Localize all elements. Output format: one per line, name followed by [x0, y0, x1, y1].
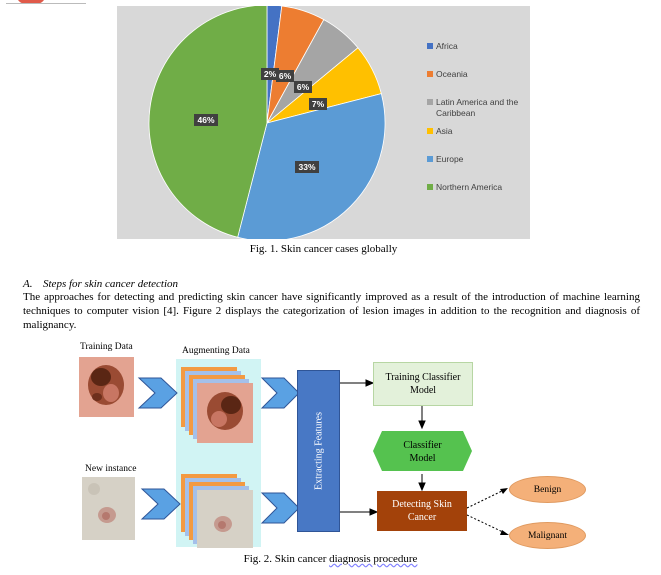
extracting-features-box: Extracting Features [297, 370, 340, 532]
figure-2-caption-prefix: Fig. 2. Skin cancer [243, 553, 330, 565]
pie-label-box [276, 70, 294, 82]
training-classifier-box: Training Classifier Model [373, 362, 473, 406]
legend-label: Oceania [436, 69, 468, 79]
pie-data-label: 6% [297, 82, 310, 92]
detecting-skin-cancer-box: Detecting Skin Cancer [377, 491, 467, 531]
logo-underline [6, 3, 86, 4]
figure-2-caption: Fig. 2. Skin cancer diagnosis procedure [0, 553, 661, 565]
new-instance-image [82, 477, 135, 540]
legend-swatch [427, 43, 433, 49]
section-number: A. [23, 278, 33, 290]
chevron-arrow-1 [137, 377, 178, 409]
pie-data-label: 2% [264, 69, 277, 79]
malignant-oval: Malignant [509, 522, 586, 549]
pie-data-label: 6% [279, 71, 292, 81]
pie-data-label: 46% [197, 115, 214, 125]
legend-item: Northern America [427, 182, 532, 206]
classifier-model-label: Classifier Model [403, 440, 442, 464]
legend-label: Europe [436, 154, 464, 164]
augmented-lesion-image [197, 383, 253, 443]
training-lesion-image [79, 357, 134, 417]
legend-item: Europe [427, 154, 532, 178]
figure-2-caption-underlined: diagnosis procedure [329, 553, 418, 565]
legend-label: Africa [436, 41, 458, 51]
section-paragraph: The approaches for detecting and predict… [23, 291, 640, 331]
chevron-arrow-2 [140, 488, 181, 520]
legend-label: Latin America and the Caribbean [436, 97, 519, 118]
legend-swatch [427, 184, 433, 190]
augmenting-data-label: Augmenting Data [182, 346, 250, 356]
legend-item: Latin America and the Caribbean [427, 97, 532, 121]
legend-swatch [427, 71, 433, 77]
pie-label-box [294, 81, 312, 93]
pie-label-box [295, 161, 319, 173]
logo-arc [16, 0, 46, 4]
legend-swatch [427, 99, 433, 105]
legend-item: Asia [427, 126, 532, 150]
header-logo-fragment [6, 0, 86, 4]
pie-label-box [261, 68, 279, 80]
section-title: Steps for skin cancer detection [43, 278, 179, 290]
pie-data-label: 33% [298, 162, 315, 172]
section-heading: A. Steps for skin cancer detection [23, 278, 178, 290]
training-data-label: Training Data [80, 342, 133, 352]
pie-label-box [309, 98, 327, 110]
classifier-hexagon [373, 431, 472, 471]
training-classifier-label: Training Classifier Model [385, 372, 461, 396]
benign-label: Benign [533, 484, 562, 495]
detecting-skin-cancer-label: Detecting Skin Cancer [392, 499, 452, 523]
legend-item: Oceania [427, 69, 532, 93]
chevron-arrow-4 [260, 492, 300, 524]
benign-oval: Benign [509, 476, 586, 503]
classifier-model-text: Classifier Model [382, 436, 463, 468]
pie-data-label: 7% [312, 99, 325, 109]
augmented-instance-image [197, 490, 253, 548]
chevron-arrow-3 [260, 377, 300, 409]
legend-swatch [427, 128, 433, 134]
malignant-label: Malignant [527, 530, 568, 541]
legend-label: Asia [436, 126, 453, 136]
legend-item: Africa [427, 41, 532, 65]
figure-1-caption: Fig. 1. Skin cancer cases globally [249, 243, 398, 255]
legend-label: Northern America [436, 182, 503, 192]
extracting-features-label: Extracting Features [313, 411, 324, 491]
pie-label-box [194, 114, 218, 126]
pie-chart-svg: 2%6%6%7%33%46% [148, 6, 386, 239]
new-instance-label: New instance [85, 464, 137, 474]
legend-swatch [427, 156, 433, 162]
